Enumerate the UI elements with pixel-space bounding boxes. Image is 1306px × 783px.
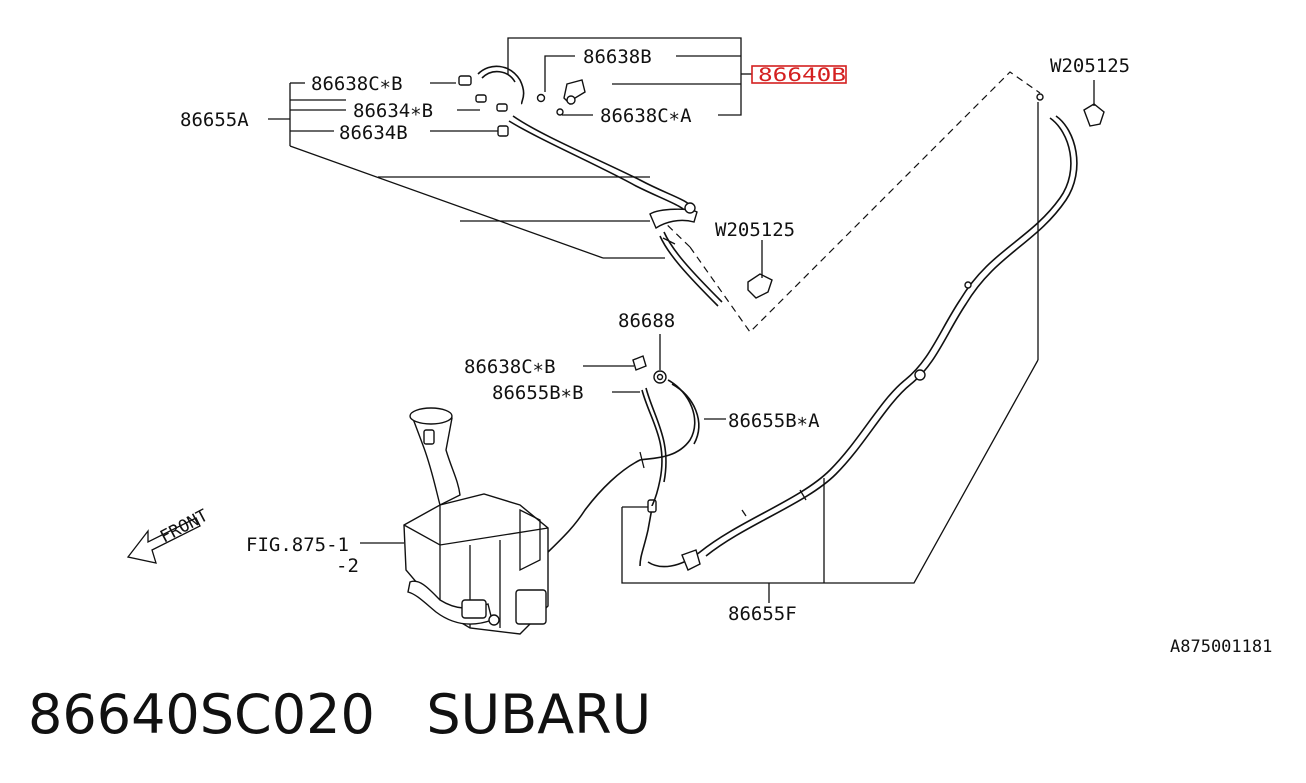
footer-part-number: 86640SC020: [28, 683, 375, 746]
footer: 86640SC020 SUBARU: [28, 683, 651, 746]
label-front: FRONT: [157, 506, 212, 548]
top-nozzle-assembly: [458, 65, 773, 307]
label-reference-code: A875001181: [1170, 637, 1272, 657]
label-86638CxB-top[interactable]: 86638C∗B: [311, 73, 403, 95]
washer-tank: [403, 407, 549, 635]
label-86688[interactable]: 86688: [618, 310, 675, 332]
label-fig-875-1[interactable]: FIG.875-1: [246, 534, 349, 556]
label-W205125-mid[interactable]: W205125: [715, 219, 795, 241]
label-86638CxB-low[interactable]: 86638C∗B: [464, 356, 556, 378]
label-86655F[interactable]: 86655F: [728, 603, 797, 625]
front-arrow: [126, 517, 201, 564]
label-86655BxA[interactable]: 86655B∗A: [728, 410, 820, 432]
label-86655A[interactable]: 86655A: [180, 109, 249, 131]
label-86634xB[interactable]: 86634∗B: [353, 100, 433, 122]
label-86640B[interactable]: 86640B: [758, 64, 846, 86]
label-fig-875-2[interactable]: -2: [336, 555, 359, 577]
top-leader-lines: [268, 37, 752, 259]
label-86638CxA[interactable]: 86638C∗A: [600, 105, 692, 127]
label-86655BxB[interactable]: 86655B∗B: [492, 382, 584, 404]
footer-brand: SUBARU: [426, 683, 652, 746]
label-W205125-right[interactable]: W205125: [1050, 55, 1130, 77]
label-86638B[interactable]: 86638B: [583, 46, 652, 68]
label-86634B[interactable]: 86634B: [339, 122, 408, 144]
part-labels: 86638B 86640B 86638C∗B 86634∗B 86634B 86…: [157, 46, 1272, 657]
dashed-outline: [659, 71, 1041, 333]
rear-hose-assembly: [639, 93, 1105, 571]
lower-leader-lines: [360, 80, 1095, 603]
highlight-box: [751, 65, 847, 84]
